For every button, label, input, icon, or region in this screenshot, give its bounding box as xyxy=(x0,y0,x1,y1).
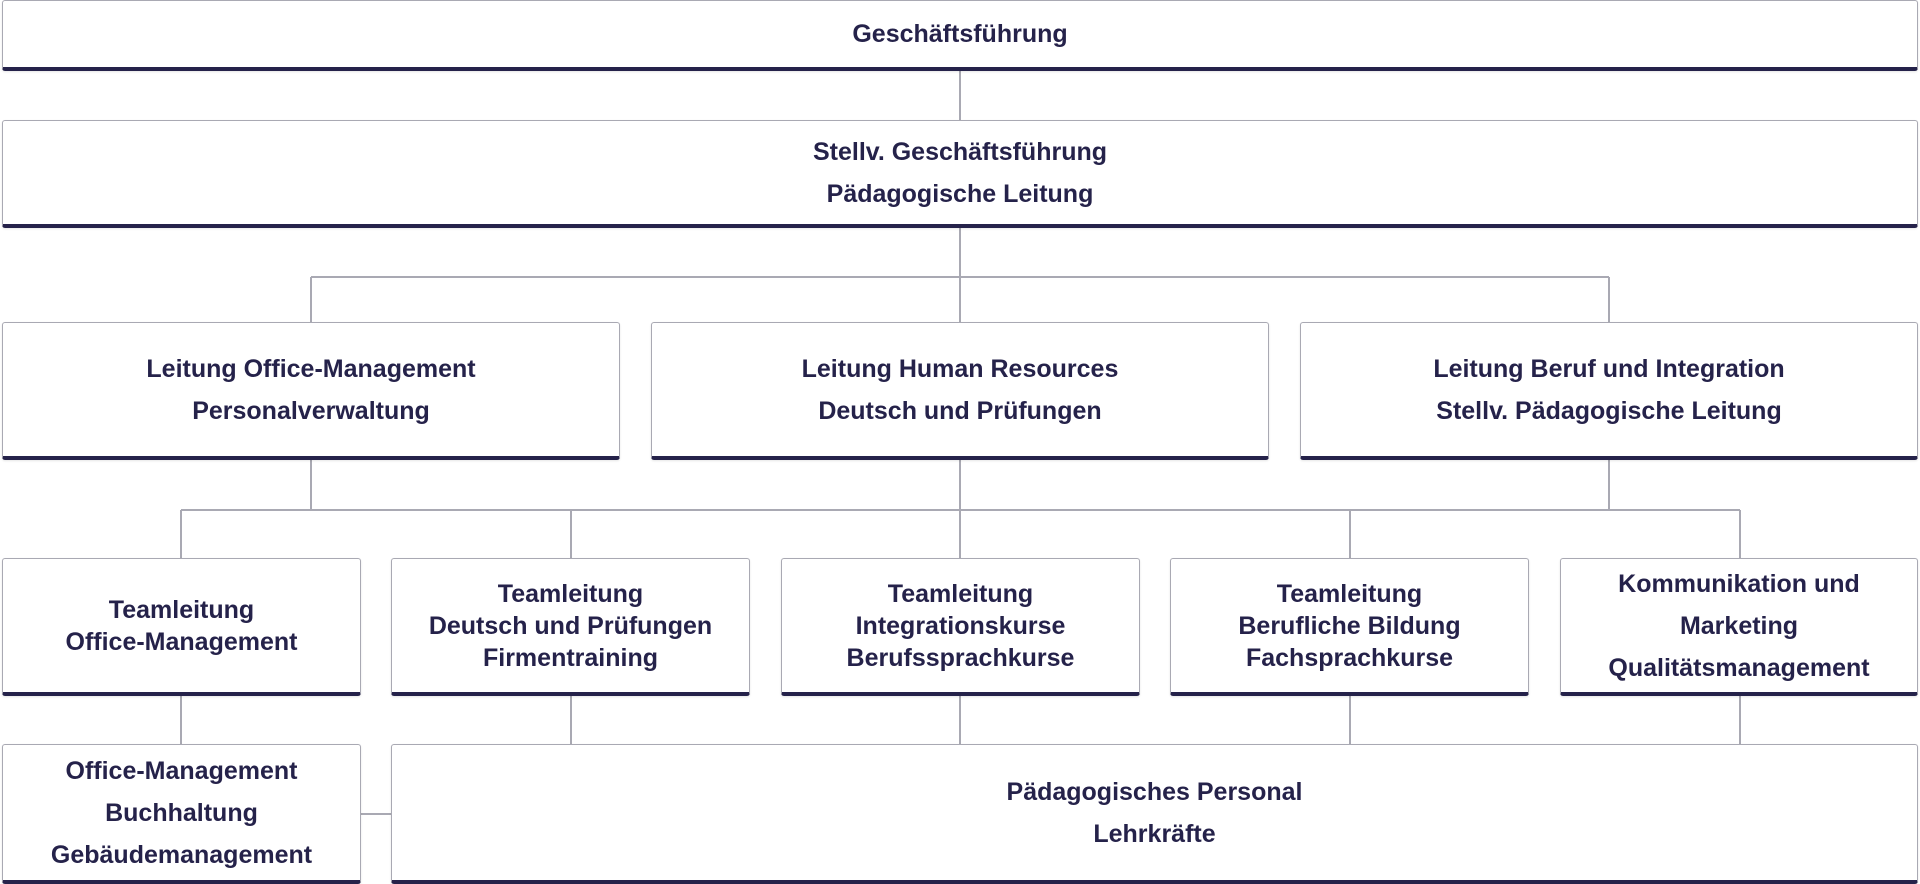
executive-box[interactable]: Geschäftsführung xyxy=(2,0,1918,71)
office-staff-box[interactable]: Office-Management Buchhaltung Gebäudeman… xyxy=(2,744,361,884)
deputy-box[interactable]: Stellv. Geschäftsführung Pädagogische Le… xyxy=(2,120,1918,228)
department-head-hr-line-1: Leitung Human Resources xyxy=(801,354,1119,383)
department-head-integration-line-1: Leitung Beruf und Integration xyxy=(1433,354,1785,383)
team-lead-vocational-line-1: Teamleitung xyxy=(1276,579,1423,608)
team-lead-communication-line-3: Qualitätsmanagement xyxy=(1608,653,1870,682)
team-lead-integration[interactable]: Teamleitung Integrationskurse Berufsspra… xyxy=(781,558,1140,696)
department-head-office-line-2: Personalverwaltung xyxy=(192,396,430,425)
department-head-office[interactable]: Leitung Office-Management Personalverwal… xyxy=(2,322,620,460)
office-staff-line-1: Office-Management xyxy=(65,756,298,785)
team-lead-integration-line-1: Teamleitung xyxy=(887,579,1034,608)
team-lead-german-line-1: Teamleitung xyxy=(497,579,644,608)
teaching-staff-box[interactable]: Pädagogisches Personal Lehrkräfte xyxy=(391,744,1918,884)
team-lead-office[interactable]: Teamleitung Office-Management xyxy=(2,558,361,696)
department-head-integration[interactable]: Leitung Beruf und Integration Stellv. Pä… xyxy=(1300,322,1918,460)
team-lead-german-line-2: Deutsch und Prüfungen xyxy=(428,611,713,640)
team-lead-german[interactable]: Teamleitung Deutsch und Prüfungen Firmen… xyxy=(391,558,750,696)
team-lead-integration-line-3: Berufssprachkurse xyxy=(846,643,1075,672)
office-staff-line-2: Buchhaltung xyxy=(105,798,258,827)
department-head-hr-line-2: Deutsch und Prüfungen xyxy=(818,396,1102,425)
executive-title: Geschäftsführung xyxy=(852,20,1068,48)
deputy-line-1: Stellv. Geschäftsführung xyxy=(812,137,1108,166)
team-lead-vocational-line-3: Fachsprachkurse xyxy=(1245,643,1454,672)
teaching-staff-line-1: Pädagogisches Personal xyxy=(1006,777,1303,806)
team-lead-vocational-line-2: Berufliche Bildung xyxy=(1238,611,1461,640)
team-lead-office-line-1: Teamleitung xyxy=(108,595,255,624)
team-lead-integration-line-2: Integrationskurse xyxy=(855,611,1066,640)
teaching-staff-line-2: Lehrkräfte xyxy=(1093,819,1216,848)
team-lead-communication-line-2: Marketing xyxy=(1679,611,1799,640)
department-head-hr[interactable]: Leitung Human Resources Deutsch und Prüf… xyxy=(651,322,1269,460)
department-head-office-line-1: Leitung Office-Management xyxy=(146,354,476,383)
team-lead-vocational[interactable]: Teamleitung Berufliche Bildung Fachsprac… xyxy=(1170,558,1529,696)
team-lead-german-line-3: Firmentraining xyxy=(482,643,658,672)
team-lead-communication[interactable]: Kommunikation und Marketing Qualitätsman… xyxy=(1560,558,1918,696)
team-lead-communication-heading: Kommunikation und Marketing xyxy=(1618,568,1860,642)
office-staff-line-3: Gebäudemanagement xyxy=(50,840,313,869)
team-lead-office-line-2: Office-Management xyxy=(65,627,298,656)
deputy-line-2: Pädagogische Leitung xyxy=(826,179,1094,208)
department-head-integration-line-2: Stellv. Pädagogische Leitung xyxy=(1436,396,1782,425)
team-lead-communication-line-1: Kommunikation und xyxy=(1618,569,1860,598)
